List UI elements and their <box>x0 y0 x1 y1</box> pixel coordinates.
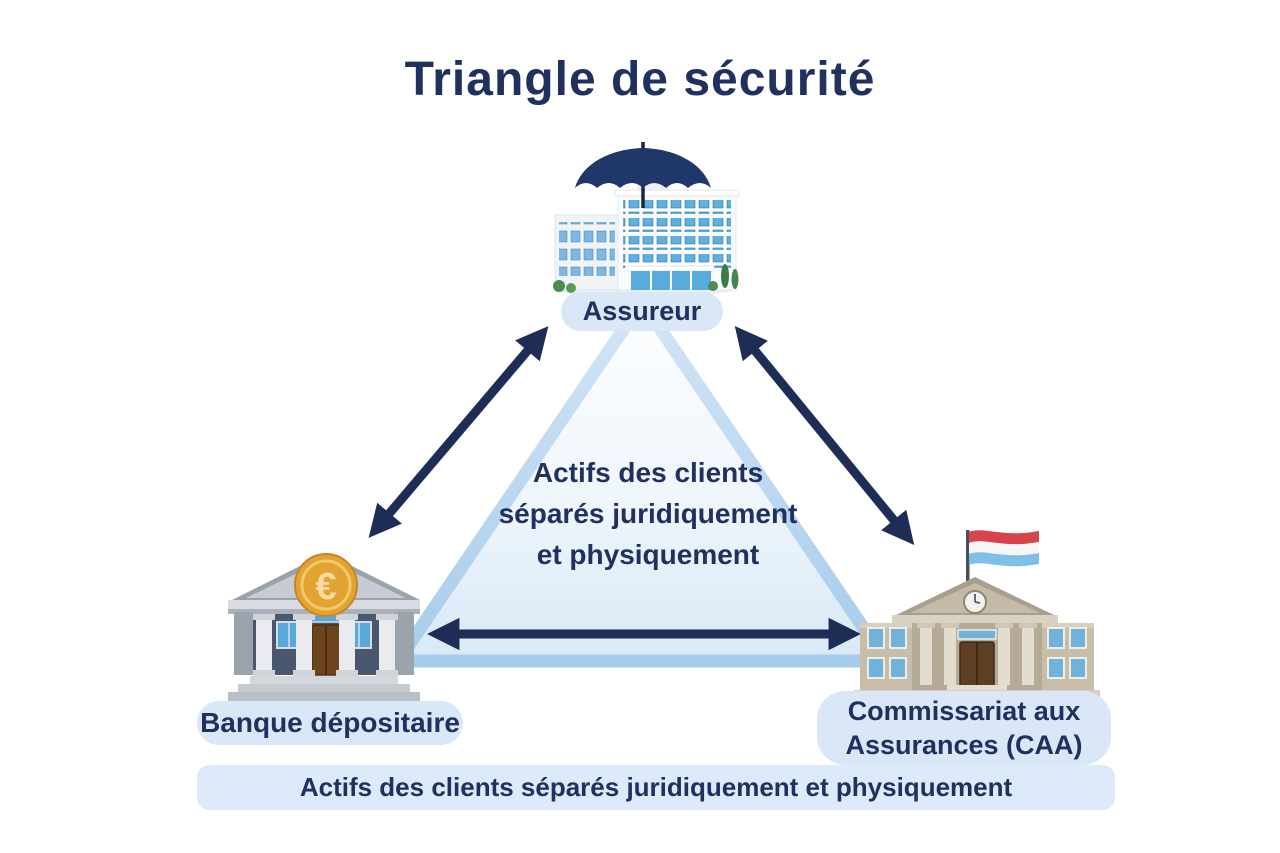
caa-label-line1: Commissariat aux <box>847 696 1081 726</box>
banque-depositaire-label-pill: Banque dépositaire <box>197 701 463 745</box>
bottom-banner-text: Actifs des clients séparés juridiquement… <box>299 772 1013 802</box>
caa-label-line2: Assurances (CAA) <box>845 730 1083 760</box>
luxembourg-flag-icon <box>966 530 1039 582</box>
center-label-line2: séparés juridiquement <box>498 498 798 529</box>
office-building-umbrella-figure <box>553 142 740 296</box>
euro-coin-icon: € <box>294 553 358 617</box>
assureur-label: Assureur <box>582 296 702 326</box>
umbrella-icon <box>575 142 711 208</box>
government-building-icon <box>854 577 1100 700</box>
clock-icon <box>963 590 987 614</box>
arrow-assureur-caa <box>734 325 915 546</box>
bank-building-figure: € <box>228 553 420 701</box>
center-label-line3: et physiquement <box>536 539 760 570</box>
banque-depositaire-label: Banque dépositaire <box>200 707 460 738</box>
euro-symbol: € <box>315 566 336 608</box>
assureur-label-pill: Assureur <box>561 292 723 331</box>
government-building-figure <box>854 530 1100 700</box>
center-label: Actifs des clients séparés juridiquement… <box>450 452 846 575</box>
center-label-line1: Actifs des clients <box>532 457 764 488</box>
page-title: Triangle de sécurité <box>404 53 876 106</box>
caa-label-pill: Commissariat aux Assurances (CAA) <box>817 691 1111 765</box>
arrow-assureur-banque <box>368 326 549 538</box>
bottom-banner: Actifs des clients séparés juridiquement… <box>197 765 1115 810</box>
office-building-icon <box>553 182 740 296</box>
